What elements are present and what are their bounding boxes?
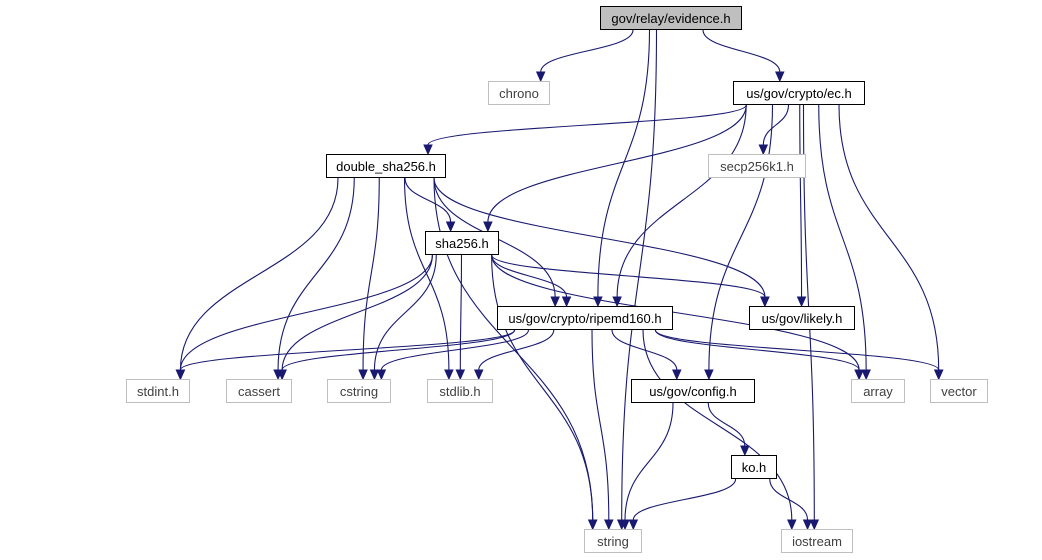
edge-ripemd160-to-config <box>611 329 678 371</box>
arrowhead-evidence-to-ec <box>775 71 785 83</box>
edge-sha256-to-stdlib <box>459 254 463 371</box>
node-ripemd160-h[interactable]: us/gov/crypto/ripemd160.h <box>497 306 673 330</box>
edge-sha256-to-ripemd160 <box>491 254 568 298</box>
arrowhead-evidence-to-chrono <box>535 71 546 83</box>
arrowhead-ripemd160-to-stdlib <box>473 369 484 381</box>
arrowhead-ripemd160-to-string <box>604 519 614 531</box>
edge-ripemd160-to-array <box>654 329 860 371</box>
node-string: string <box>584 529 642 553</box>
edge-double_sha256-to-sha256 <box>404 177 452 223</box>
arrowhead-sha256-to-string <box>587 519 598 531</box>
edge-sha256-to-cassert <box>281 254 433 371</box>
edge-ec-to-sha256 <box>487 104 747 223</box>
node-likely-h[interactable]: us/gov/likely.h <box>749 306 855 330</box>
node-array: array <box>851 379 905 403</box>
arrowhead-ec-to-ripemd160 <box>612 296 622 308</box>
arrowhead-ko-to-string <box>628 519 639 531</box>
edge-config-to-string <box>624 402 674 521</box>
edge-ec-to-vector <box>838 104 940 371</box>
arrowhead-ripemd160-to-config <box>672 369 682 381</box>
edge-double_sha256-to-cstring <box>362 177 380 371</box>
arrowhead-ec-to-array <box>861 369 871 381</box>
node-config-h[interactable]: us/gov/config.h <box>631 379 755 403</box>
edge-evidence-to-ec <box>702 29 781 73</box>
arrowhead-ripemd160-to-cstring <box>376 369 387 381</box>
arrowhead-sha256-to-cstring <box>369 369 380 381</box>
arrowhead-ec-to-iostream <box>809 519 820 531</box>
edge-sha256-to-array <box>491 254 860 371</box>
edge-ec-to-double_sha256 <box>427 104 747 146</box>
edge-ripemd160-to-stdlib <box>478 329 555 371</box>
edge-sha256-to-likely <box>491 254 766 298</box>
edge-ripemd160-to-string <box>591 329 610 521</box>
edge-ko-to-string <box>632 478 737 521</box>
arrowhead-sha256-to-ripemd160 <box>561 296 572 308</box>
arrowhead-ko-to-iostream <box>802 519 813 531</box>
node-ko-h[interactable]: ko.h <box>731 455 777 479</box>
edge-sha256-to-stdint <box>179 254 433 371</box>
edge-config-to-ko <box>707 402 746 447</box>
node-cassert: cassert <box>226 379 292 403</box>
edge-ko-to-iostream <box>769 478 809 521</box>
node-evidence-h[interactable]: gov/relay/evidence.h <box>600 6 742 30</box>
edge-ripemd160-to-stdint <box>179 329 516 371</box>
arrowhead-sha256-to-stdlib <box>455 369 466 381</box>
arrowhead-double_sha256-to-ripemd160 <box>550 296 560 308</box>
edge-double_sha256-to-string <box>433 177 594 521</box>
arrowhead-ripemd160-to-array <box>854 369 864 381</box>
edge-ec-to-likely <box>799 104 803 298</box>
node-secp256k1-h: secp256k1.h <box>708 154 806 178</box>
arrowhead-ripemd160-to-stdint <box>175 369 186 381</box>
arrowhead-sha256-to-likely <box>760 296 770 308</box>
edge-evidence-to-string <box>621 29 658 521</box>
arrowhead-ec-to-config <box>704 369 714 381</box>
edge-ec-to-secp256k1 <box>762 104 790 146</box>
arrowhead-config-to-string <box>620 519 630 531</box>
arrowhead-ripemd160-to-vector <box>933 369 944 381</box>
edge-ripemd160-to-vector <box>654 329 940 371</box>
arrowhead-ripemd160-to-cassert <box>277 369 287 381</box>
edge-double_sha256-to-cassert <box>277 177 355 371</box>
node-ec-h[interactable]: us/gov/crypto/ec.h <box>733 81 865 105</box>
node-vector: vector <box>930 379 988 403</box>
edge-double_sha256-to-stdlib <box>403 177 450 371</box>
node-sha256-h[interactable]: sha256.h <box>425 231 499 255</box>
arrowhead-double_sha256-to-sha256 <box>445 221 456 233</box>
arrowhead-double_sha256-to-stdlib <box>444 369 454 381</box>
arrowhead-ec-to-secp256k1 <box>758 144 769 156</box>
node-chrono: chrono <box>488 81 550 105</box>
arrowhead-ec-to-sha256 <box>483 221 493 233</box>
edge-evidence-to-ripemd160 <box>597 29 651 298</box>
edge-evidence-to-chrono <box>540 29 634 73</box>
edge-double_sha256-to-likely <box>433 177 766 298</box>
edge-ec-to-ripemd160 <box>616 104 747 298</box>
node-cstring: cstring <box>327 379 391 403</box>
arrowhead-evidence-to-ripemd160 <box>593 296 603 308</box>
arrowhead-double_sha256-to-cstring <box>358 369 368 381</box>
node-stdlib-h: stdlib.h <box>427 379 493 403</box>
arrowhead-ec-to-double_sha256 <box>423 144 433 156</box>
edge-ripemd160-to-cassert <box>281 329 516 371</box>
arrowhead-ripemd160-to-iostream <box>787 519 797 531</box>
edge-ripemd160-to-cstring <box>380 329 530 371</box>
edge-double_sha256-to-stdint <box>179 177 339 371</box>
edge-sha256-to-string <box>491 254 594 521</box>
node-iostream: iostream <box>781 529 853 553</box>
node-stdint-h: stdint.h <box>126 379 190 403</box>
edge-ec-to-config <box>708 104 774 371</box>
edge-ec-to-array <box>818 104 867 371</box>
arrowhead-config-to-ko <box>740 445 750 457</box>
arrowhead-ec-to-likely <box>796 296 807 308</box>
node-double-sha256-h[interactable]: double_sha256.h <box>326 154 446 178</box>
edge-ripemd160-to-iostream <box>642 329 793 521</box>
